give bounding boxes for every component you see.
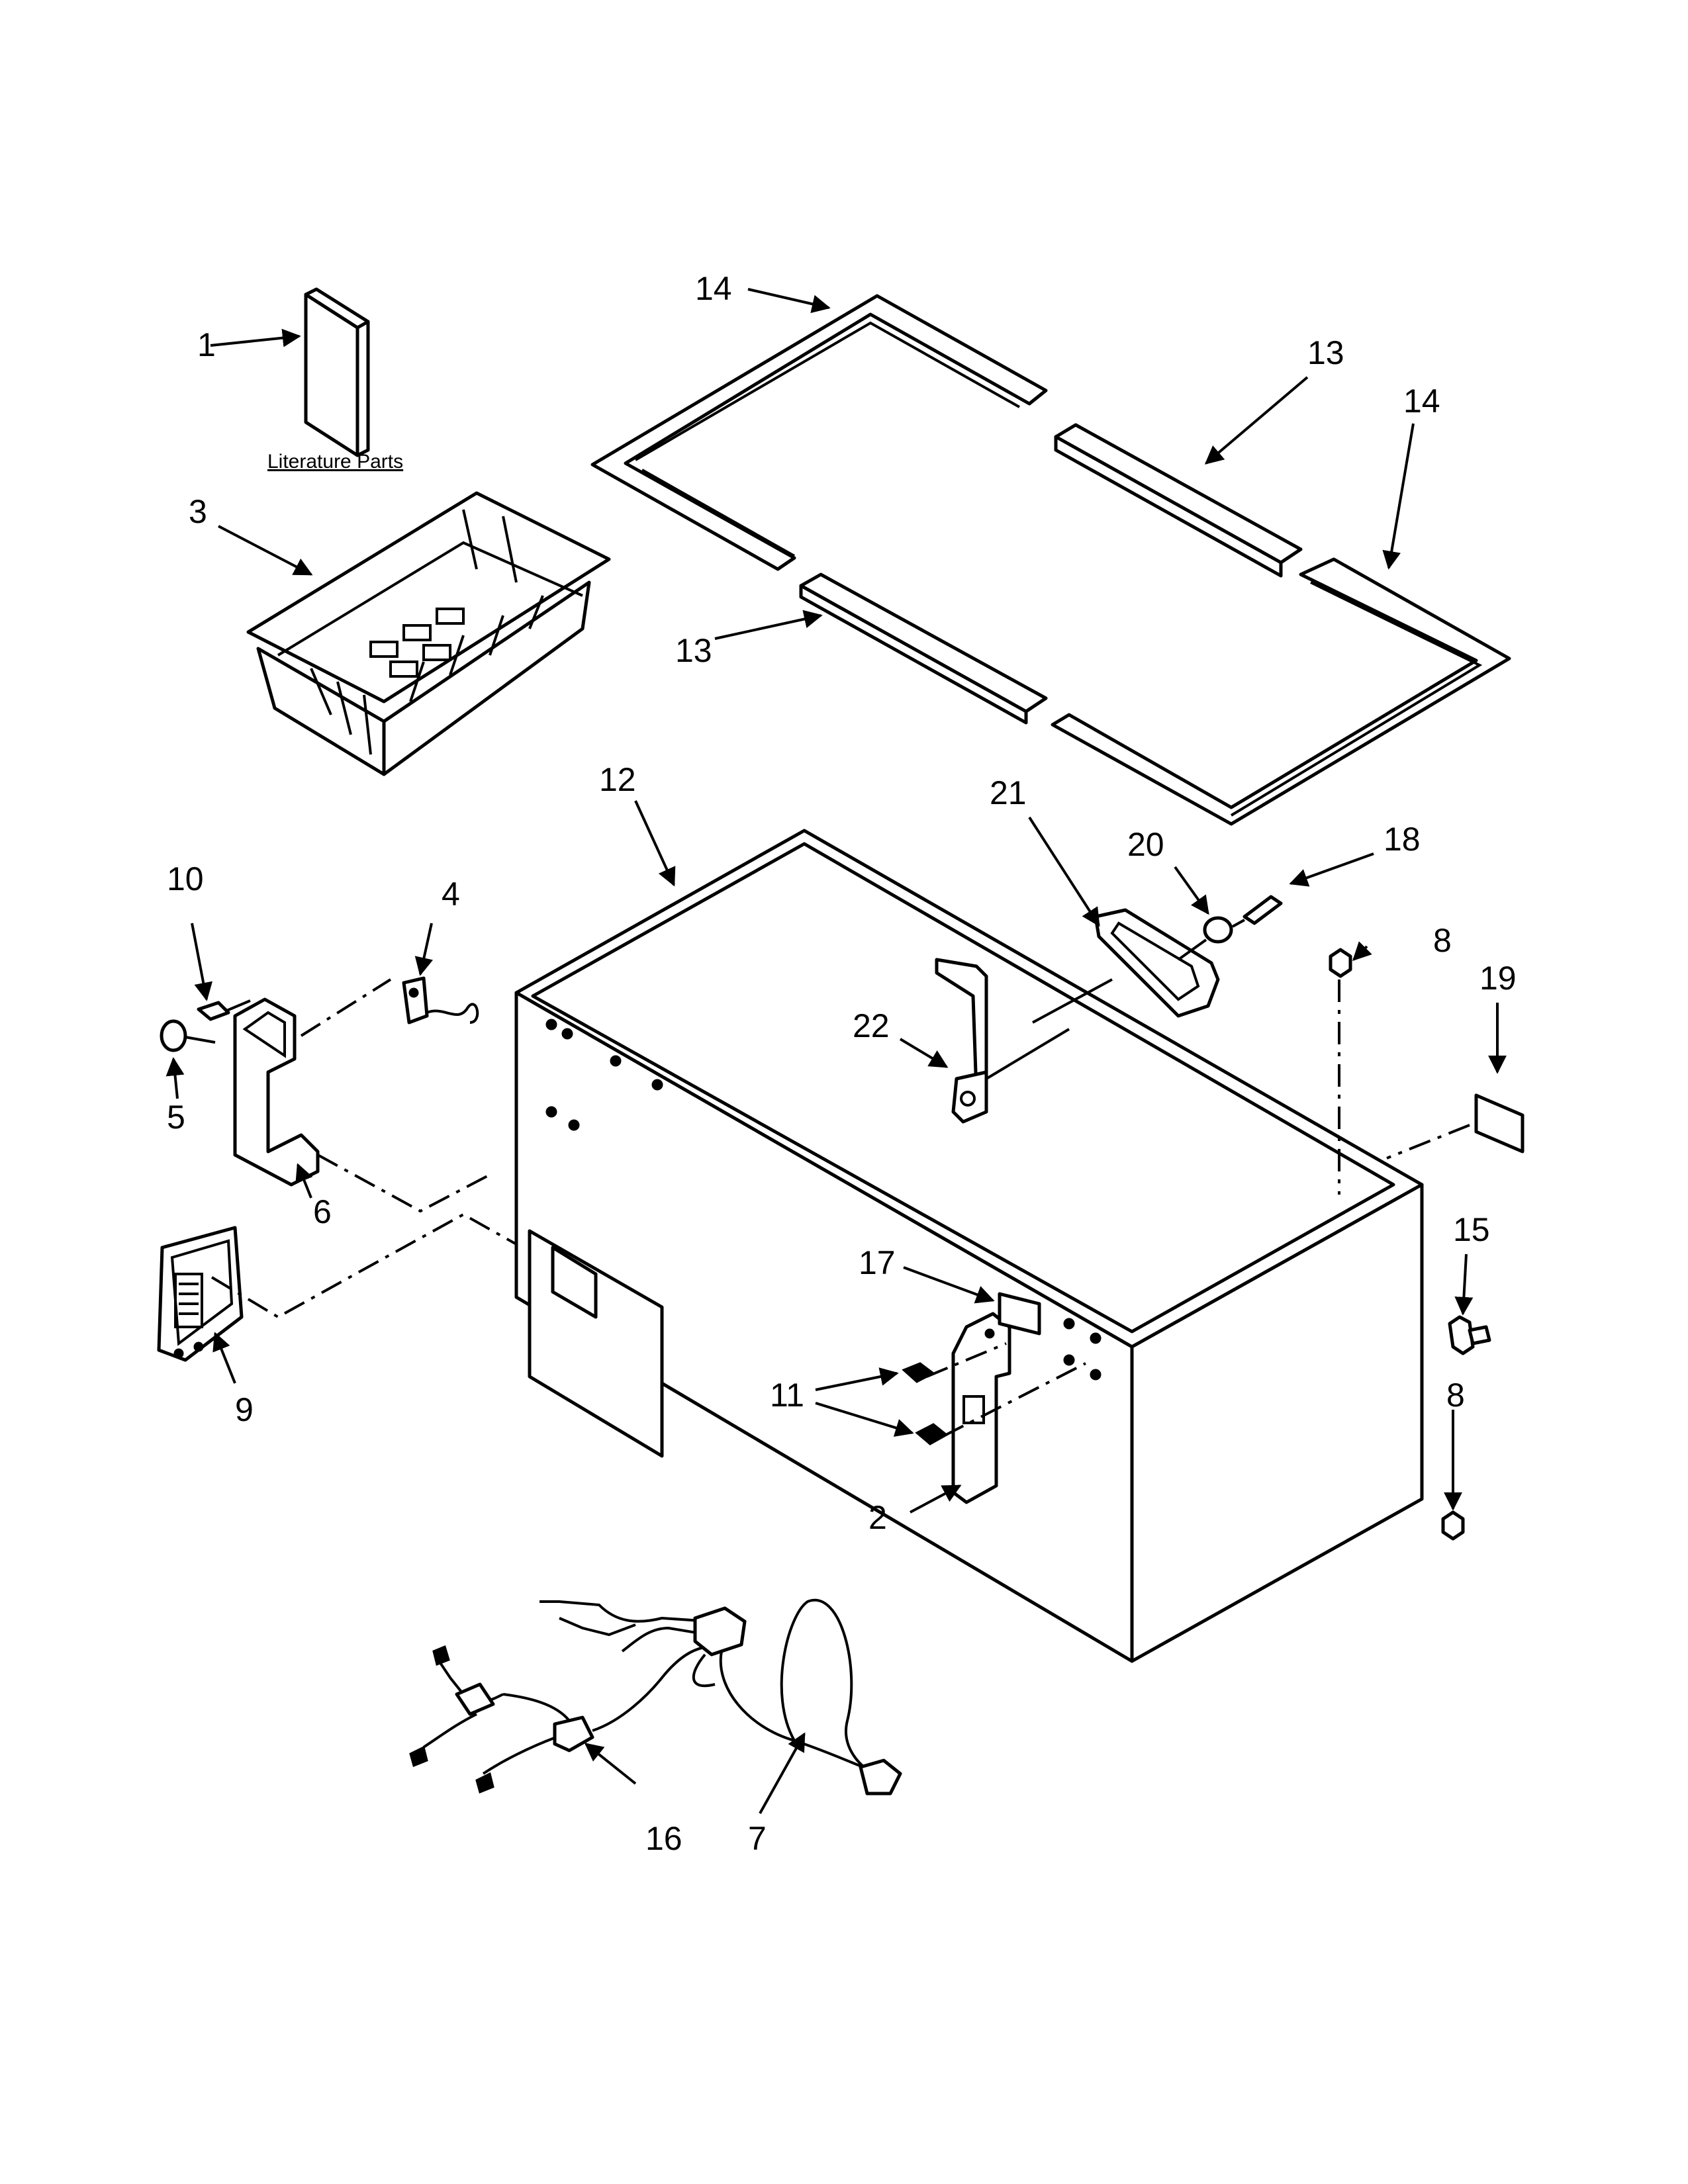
callout-leaders — [165, 288, 1507, 1814]
light-switch — [1232, 895, 1283, 928]
light-bulb — [1177, 916, 1233, 961]
callout-15: 15 — [1453, 1211, 1490, 1248]
callout-2: 2 — [868, 1499, 887, 1536]
callout-14-left: 14 — [695, 270, 732, 307]
lock-screw-dashed-line — [926, 1342, 1086, 1437]
freezer-cabinet — [514, 829, 1424, 1663]
callout-16: 16 — [645, 1820, 682, 1857]
wire-harness — [539, 1598, 902, 1796]
callout-3: 3 — [189, 493, 207, 530]
leveling-leg-upper — [1329, 948, 1352, 978]
light-housing — [1094, 908, 1220, 1018]
callout-9: 9 — [235, 1391, 254, 1428]
rating-label — [1474, 1093, 1524, 1154]
callout-18: 18 — [1383, 821, 1421, 858]
callout-19: 19 — [1479, 960, 1517, 997]
callout-8-upper: 8 — [1433, 922, 1452, 959]
callout-17: 17 — [859, 1244, 896, 1281]
storage-basket — [246, 491, 611, 776]
rating-label-dashed-line — [1386, 1124, 1470, 1160]
callout-20: 20 — [1127, 826, 1164, 863]
callout-6: 6 — [313, 1193, 332, 1230]
literature-parts-caption: Literature Parts — [267, 451, 403, 473]
cabinet-sleeve — [157, 1226, 244, 1362]
mounting-screw — [197, 999, 251, 1021]
hinge-bracket-line — [985, 1028, 1070, 1080]
callout-10: 10 — [167, 860, 204, 897]
callout-5: 5 — [167, 1099, 185, 1136]
leveling-leg-lower — [1441, 1510, 1465, 1541]
control-switch — [402, 976, 479, 1024]
callout-8-lower: 8 — [1446, 1377, 1465, 1414]
gasket-section-bottom-left — [799, 572, 1048, 725]
callout-7: 7 — [748, 1820, 767, 1857]
light-dashed-line — [1032, 978, 1113, 1024]
gasket-section-bottom-right — [1051, 557, 1511, 826]
callout-11: 11 — [770, 1377, 804, 1414]
control-dashed-lines — [300, 978, 491, 1213]
callout-14-right: 14 — [1403, 383, 1440, 420]
callout-22: 22 — [853, 1007, 890, 1044]
callout-13-upper: 13 — [1307, 334, 1344, 371]
control-housing — [233, 997, 320, 1187]
cabinet-holes — [545, 1019, 1102, 1381]
callout-1: 1 — [197, 326, 216, 363]
lock-plate — [998, 1292, 1041, 1336]
callout-13-lower: 13 — [675, 632, 712, 669]
sleeve-dashed-line — [211, 1212, 517, 1319]
drain-plug — [1448, 1315, 1491, 1355]
callout-21: 21 — [990, 774, 1027, 811]
literature-parts-booklet — [304, 287, 370, 457]
callout-4: 4 — [442, 876, 460, 913]
callout-12: 12 — [599, 761, 636, 798]
power-cord-harness — [409, 1645, 702, 1794]
hinge-bracket — [935, 958, 988, 1124]
thermostat-knob — [160, 1019, 216, 1052]
gasket-section-top-right — [1054, 423, 1303, 578]
gasket-section-top-left — [590, 294, 1048, 571]
